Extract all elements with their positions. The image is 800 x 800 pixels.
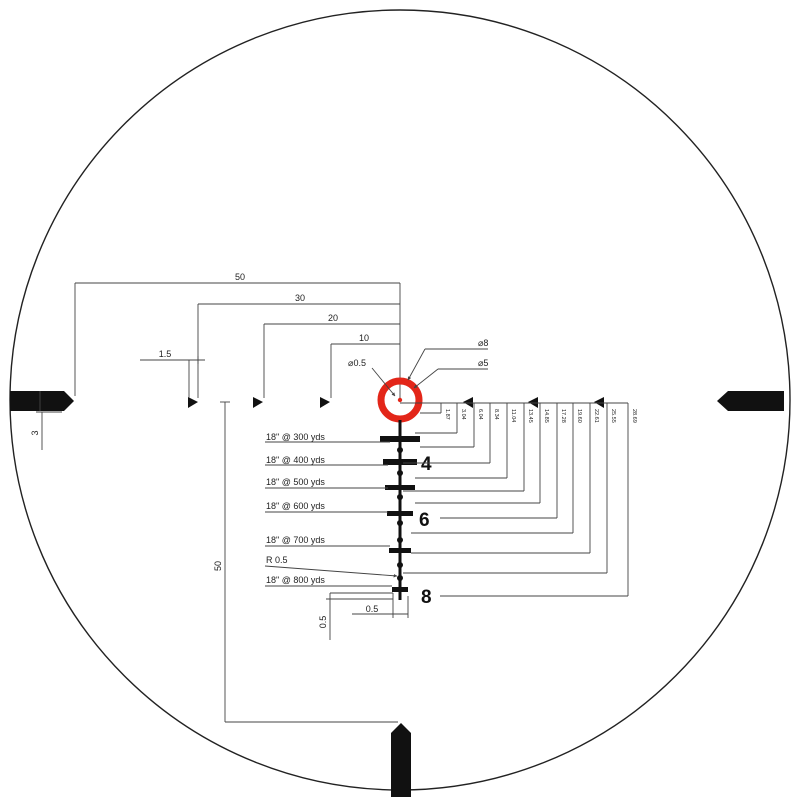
right-value: 1.87 xyxy=(444,409,450,420)
hold-label-500: 18" @ 500 yds xyxy=(266,477,325,487)
diameter-callouts xyxy=(371,348,488,397)
hold-bar-400 xyxy=(383,459,417,465)
hold-bar-700 xyxy=(389,548,411,553)
right-value: 13.45 xyxy=(527,409,533,423)
right-value: 17.28 xyxy=(560,409,566,423)
ring-outer-label: ⌀8 xyxy=(478,338,488,348)
post-width-label: 1.5 xyxy=(159,349,172,359)
left-triangle-markers xyxy=(188,397,330,408)
left-vertical-dimension xyxy=(220,401,398,723)
right-value: 25.55 xyxy=(610,409,616,423)
triangle-marker xyxy=(463,397,473,408)
stadia-dot xyxy=(397,447,403,453)
stadia-dot xyxy=(397,537,403,543)
post-height-callout xyxy=(36,391,62,450)
hold-label-600: 18" @ 600 yds xyxy=(266,501,325,511)
dot-diameter-label: ⌀0.5 xyxy=(348,358,366,368)
red-ring xyxy=(377,377,423,423)
hold-leader-lines xyxy=(264,441,398,587)
dimension-30: 30 xyxy=(295,293,305,303)
thick-posts xyxy=(10,391,784,797)
right-value: 28.69 xyxy=(631,409,637,423)
stadia-dot xyxy=(397,494,403,500)
numeral-4: 4 xyxy=(421,454,432,475)
right-value: 19.60 xyxy=(576,409,582,423)
right-dimension-ladder xyxy=(400,402,629,597)
hold-bar-500 xyxy=(385,485,415,490)
post-height-label: 3 xyxy=(30,430,40,435)
hold-label-700: 18" @ 700 yds xyxy=(266,535,325,545)
right-value: 3.04 xyxy=(460,409,466,420)
right-dimension-values: 1.87 3.04 6.04 8.34 11.04 13.45 14.85 17… xyxy=(444,409,637,423)
center-dot xyxy=(397,397,403,403)
stadia-dot xyxy=(397,520,403,526)
tip-width-label: 0.5 xyxy=(366,604,379,614)
triangle-marker xyxy=(188,397,198,408)
hold-label-400: 18" @ 400 yds xyxy=(266,455,325,465)
stadia-dot xyxy=(397,575,403,581)
stadia-dots xyxy=(397,447,403,581)
triangle-marker xyxy=(253,397,263,408)
tip-dimensions xyxy=(326,592,409,640)
triangle-marker xyxy=(320,397,330,408)
right-value: 8.34 xyxy=(493,409,499,420)
right-value: 6.04 xyxy=(477,409,483,420)
tip-height-label: 0.5 xyxy=(318,616,328,629)
right-value: 14.85 xyxy=(543,409,549,423)
hold-bars xyxy=(380,436,420,592)
right-value: 22.61 xyxy=(593,409,599,423)
left-vertical-label: 50 xyxy=(213,561,223,571)
top-dimension-lines xyxy=(74,282,401,400)
stadia-dot xyxy=(397,470,403,476)
hold-bar-800 xyxy=(392,587,408,592)
right-post xyxy=(717,391,784,411)
dimension-20: 20 xyxy=(328,313,338,323)
right-triangle-markers xyxy=(463,397,604,408)
post-width-callout xyxy=(140,356,205,398)
numeral-6: 6 xyxy=(419,510,430,531)
triangle-marker xyxy=(594,397,604,408)
hold-label-300: 18" @ 300 yds xyxy=(266,432,325,442)
triangle-marker xyxy=(528,397,538,408)
hold-bar-300 xyxy=(380,436,420,442)
hold-bar-600 xyxy=(387,511,413,516)
dot-radius-label: R 0.5 xyxy=(266,555,288,565)
ring-inner-label: ⌀5 xyxy=(478,358,488,368)
right-value: 11.04 xyxy=(510,409,516,422)
dimension-50: 50 xyxy=(235,272,245,282)
dimension-10: 10 xyxy=(359,333,369,343)
numeral-8: 8 xyxy=(421,587,432,608)
stadia-dot xyxy=(397,562,403,568)
bottom-post xyxy=(391,723,411,797)
hold-label-800: 18" @ 800 yds xyxy=(266,575,325,585)
left-post xyxy=(10,391,74,411)
